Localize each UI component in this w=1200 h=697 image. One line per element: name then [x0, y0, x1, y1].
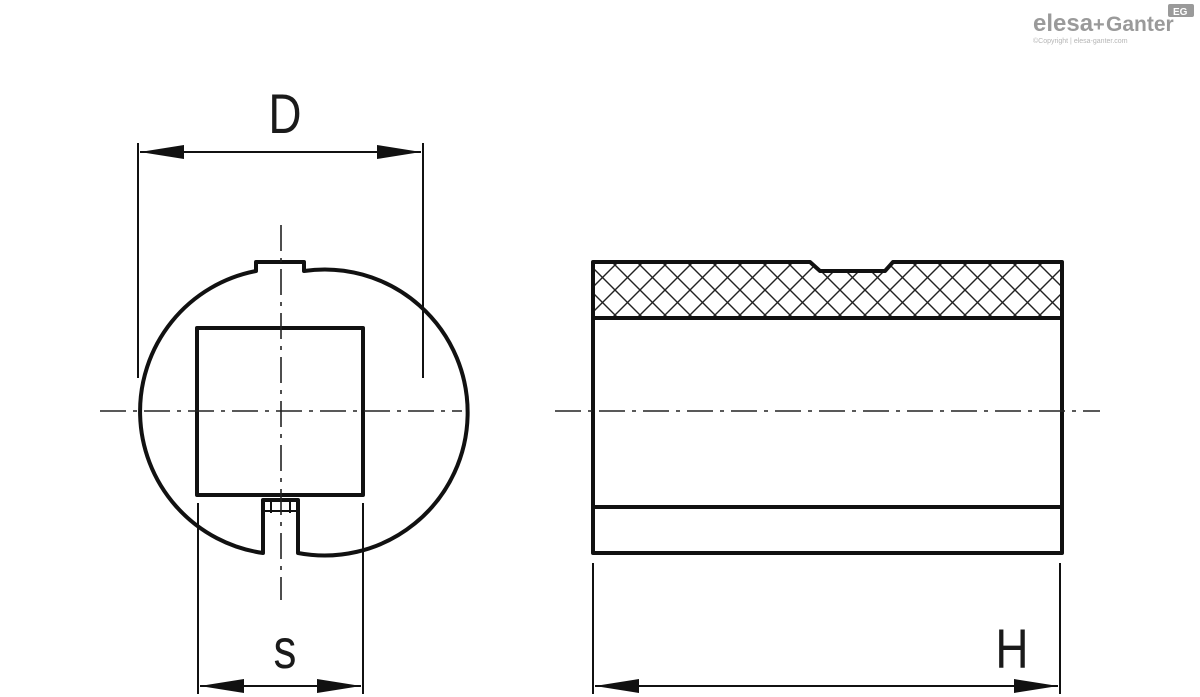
s-arrow-left: [200, 679, 244, 693]
d-arrow-left: [140, 145, 184, 159]
hatch-line: [1112, 262, 1168, 318]
front-view-outline: [138, 260, 470, 558]
hatch-line: [736, 262, 794, 318]
hatch-line: [1087, 262, 1143, 318]
hatch-line: [593, 262, 644, 318]
hatch-line: [986, 262, 1044, 318]
hatch-line: [1061, 262, 1062, 318]
logo-badge: EG: [1173, 7, 1188, 18]
h-arrow-left: [595, 679, 639, 693]
logo-brand-left: elesa: [1033, 10, 1094, 37]
logo-badge-box: [1168, 4, 1194, 17]
hatch-line: [911, 262, 969, 318]
hatch-line: [593, 262, 594, 318]
h-arrow-right: [1014, 679, 1058, 693]
logo-copyright: ©Copyright | elesa-ganter.com: [1033, 37, 1128, 45]
logo-brand-plus: +: [1093, 14, 1105, 36]
hatch-line: [1087, 262, 1143, 318]
hatch-line: [1036, 262, 1062, 318]
hatch-line: [512, 262, 568, 318]
hatch-line: [611, 262, 669, 318]
s-arrow-right: [317, 679, 361, 693]
d-arrow-right: [377, 145, 421, 159]
hatch-line: [961, 262, 1019, 318]
hatch-line: [1036, 262, 1062, 318]
hatch-line: [487, 262, 543, 318]
hatch-line: [593, 262, 619, 318]
hatch-line: [661, 262, 719, 318]
front-view: D s: [100, 83, 470, 694]
hatch-line: [686, 262, 744, 318]
hatch-line: [936, 262, 994, 318]
hatch-line: [593, 262, 594, 318]
hatch-line: [593, 262, 619, 318]
dim-label-d: D: [268, 83, 301, 145]
hatch-line: [786, 262, 844, 318]
hatch-line: [1011, 262, 1062, 318]
hatch-line: [1112, 262, 1168, 318]
side-view: H: [487, 260, 1168, 694]
hatch-line: [1061, 262, 1062, 318]
logo-brand-right: Ganter: [1106, 13, 1174, 36]
elesa-ganter-logo: elesa + Ganter EG ©Copyright | elesa-gan…: [1033, 4, 1194, 45]
hatch-line: [711, 262, 769, 318]
side-view-outline: [591, 260, 1064, 555]
hatch-line: [487, 262, 543, 318]
hatch-line: [761, 262, 819, 318]
hatch-line: [636, 262, 694, 318]
dim-label-s: s: [274, 618, 297, 680]
hatch-line: [886, 262, 944, 318]
cross-hatching: [487, 262, 1168, 318]
dim-label-h: H: [995, 618, 1028, 680]
hatch-line: [512, 262, 568, 318]
